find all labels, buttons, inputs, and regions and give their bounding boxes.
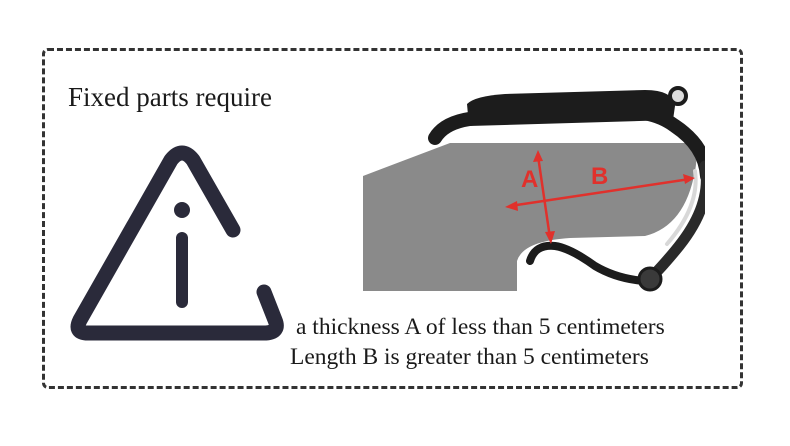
- dimension-label-a: A: [521, 166, 538, 193]
- fixed-part-shape: [363, 143, 697, 291]
- clamp-diagram: A B: [363, 86, 705, 292]
- warning-triangle-icon: [70, 145, 284, 341]
- requirement-thickness: a thickness A of less than 5 centimeters: [296, 314, 665, 340]
- dimension-label-b: B: [591, 163, 608, 190]
- clamp-hook: [526, 241, 649, 285]
- heading: Fixed parts require: [68, 82, 272, 112]
- hinge-screw: [668, 86, 688, 106]
- clamp-cap: [467, 90, 675, 126]
- dashed-frame: [42, 48, 743, 389]
- requirement-length: Length B is greater than 5 centimeters: [290, 344, 649, 370]
- lower-screw: [637, 266, 663, 292]
